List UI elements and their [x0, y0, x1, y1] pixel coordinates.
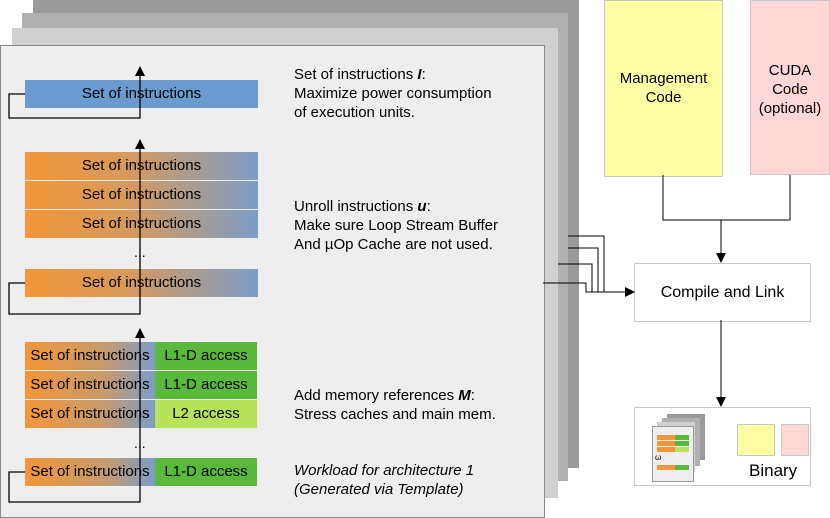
compile-and-link-label: Compile and Link — [660, 284, 785, 301]
instruction-set-cell: Set of instructions — [25, 342, 155, 370]
binary-management-chip — [737, 424, 775, 456]
cuda-code-line2: Code — [772, 81, 808, 98]
mini-page: ω — [652, 426, 694, 482]
management-code-line2: Code — [645, 89, 682, 106]
mini-access — [675, 447, 689, 452]
cuda-code-box: CUDA Code (optional) — [750, 0, 830, 175]
page-to-compile-line — [558, 263, 593, 292]
unrolled-instruction-bar: Set of instructions — [25, 269, 258, 297]
cuda-to-compile-line — [721, 175, 791, 221]
mini-access — [675, 465, 689, 470]
management-to-compile-line — [662, 175, 721, 221]
mini-access — [675, 441, 689, 446]
page-to-compile-line — [543, 282, 635, 297]
binary-page-stack: ω — [647, 414, 707, 482]
unrolled-instruction-bar: Set of instructions — [25, 210, 258, 238]
cuda-code-line1: CUDA — [768, 62, 812, 79]
block1-description: Set of instructions I: Maximize power co… — [294, 66, 492, 121]
loop-arrow-block1 — [8, 66, 145, 119]
workload-caption: Workload for architecture 1 (Generated v… — [294, 462, 475, 498]
mini-instr — [657, 447, 675, 452]
management-code-box: Management Code — [604, 0, 723, 177]
page-to-compile-line — [568, 247, 599, 292]
loop-arrow-block3 — [8, 328, 145, 503]
binary-label: Binary — [749, 461, 798, 480]
cuda-code-line3: (optional) — [758, 100, 822, 117]
mini-instr — [657, 435, 675, 440]
block2-description: Unroll instructions u: Make sure Loop St… — [294, 198, 498, 253]
compile-and-link-box: Compile and Link — [634, 263, 811, 322]
mini-access — [675, 435, 689, 440]
mini-instr — [657, 441, 675, 446]
mini-instr — [657, 465, 675, 470]
binary-box: ω Binary — [634, 407, 811, 486]
unrolled-instruction-bar: Set of instructions — [25, 181, 258, 209]
mini-glyph: ω — [655, 453, 662, 462]
block3-description: Add memory references M: Stress caches a… — [294, 387, 496, 423]
loop-arrow-block2 — [8, 139, 145, 315]
l1d-access-cell: L1-D access — [155, 371, 257, 399]
unrolled-instruction-bar: Set of instructions — [25, 152, 258, 180]
instruction-set-cell: Set of instructions — [25, 371, 155, 399]
l1d-access-cell: L1-D access — [155, 458, 257, 486]
instruction-set-bar: Set of instructions — [25, 80, 258, 108]
l1d-access-cell: L1-D access — [155, 342, 257, 370]
management-code-line1: Management — [619, 70, 708, 87]
binary-cuda-chip — [781, 424, 809, 456]
instruction-set-cell: Set of instructions — [25, 400, 155, 428]
instruction-set-cell: Set of instructions — [25, 458, 155, 486]
l2-access-cell: L2 access — [155, 400, 257, 428]
